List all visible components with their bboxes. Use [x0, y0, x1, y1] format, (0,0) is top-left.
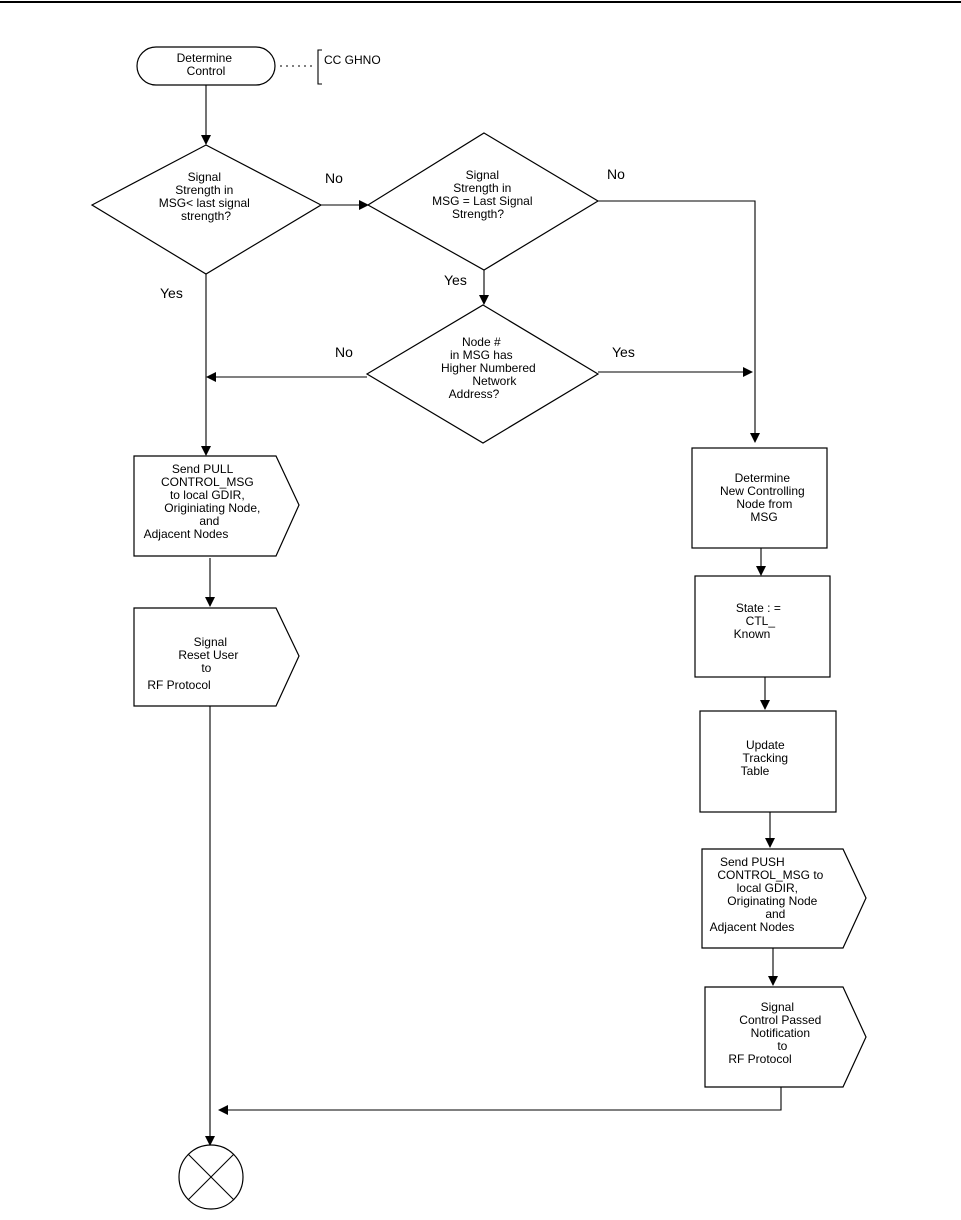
edge-label-equal-yes: Yes — [444, 272, 467, 288]
send-pull-label: Send PULL CONTROL_MSG to local GDIR, Ori… — [144, 462, 264, 541]
determine-new-node-label: Determine New Controlling Node from MSG — [720, 471, 808, 524]
annotation-label: CC GHNO — [324, 53, 381, 67]
decision-node-address-label: Node # in MSG has Higher Numbered Networ… — [441, 335, 539, 401]
edge-label-node-no: No — [335, 344, 353, 360]
annotation-bracket — [317, 49, 322, 85]
send-pull-output — [133, 455, 300, 557]
start-label: Determine Control — [177, 51, 236, 78]
edge-label-less-yes: Yes — [160, 285, 183, 301]
send-push-label: Send PUSH CONTROL_MSG to local GDIR, Ori… — [710, 855, 827, 934]
determine-new-node-process — [691, 447, 828, 549]
signal-notify-label: Signal Control Passed Notification to RF… — [728, 1000, 824, 1066]
edge-label-equal-no: No — [607, 166, 625, 182]
end-connector-cross-b — [187, 1153, 235, 1201]
signal-reset-label: Signal Reset User to RF Protocol — [147, 635, 241, 692]
update-tracking-table-label: Update Tracking Table — [741, 738, 792, 778]
send-push-output — [701, 848, 867, 949]
update-tracking-table-process — [699, 710, 837, 813]
arrow-notify-to-end — [218, 1087, 782, 1115]
arrow-equal-no — [598, 200, 760, 443]
decision-signal-less-label: Signal Strength in MSG< last signal stre… — [159, 170, 253, 223]
signal-notify-output — [704, 986, 867, 1088]
decision-node-address — [365, 304, 600, 444]
edge-label-node-yes: Yes — [612, 344, 635, 360]
state-ctl-known-process — [694, 575, 831, 678]
end-connector — [178, 1144, 244, 1210]
edge-label-less-no: No — [325, 170, 343, 186]
state-ctl-known-label: State : = CTL_ Known — [734, 601, 785, 641]
decision-signal-equal-label: Signal Strength in MSG = Last Signal Str… — [432, 168, 536, 221]
signal-reset-output — [133, 607, 300, 707]
